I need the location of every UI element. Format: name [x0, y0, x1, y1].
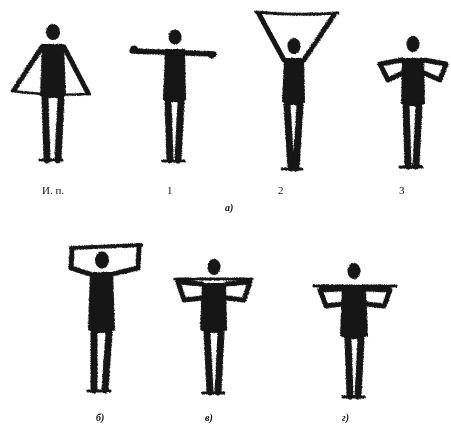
label-pose-2: 2: [278, 185, 284, 197]
figure-variant-b: [71, 245, 141, 391]
figure-variant-v: [175, 259, 252, 393]
figure-pose-3: [378, 36, 447, 167]
caption-row-a: а): [225, 203, 233, 214]
label-pose-1: 1: [167, 185, 173, 197]
figure-pose-1: [130, 30, 216, 162]
caption-variant-g: г): [342, 413, 349, 424]
figure-variant-g: [314, 263, 396, 397]
figure-pose-2: [256, 12, 338, 169]
caption-variant-v: в): [205, 413, 213, 424]
label-initial-position: И. п.: [42, 185, 64, 197]
label-pose-3: 3: [399, 185, 405, 197]
caption-variant-b: б): [96, 413, 104, 424]
figure-initial-position: [12, 24, 90, 160]
